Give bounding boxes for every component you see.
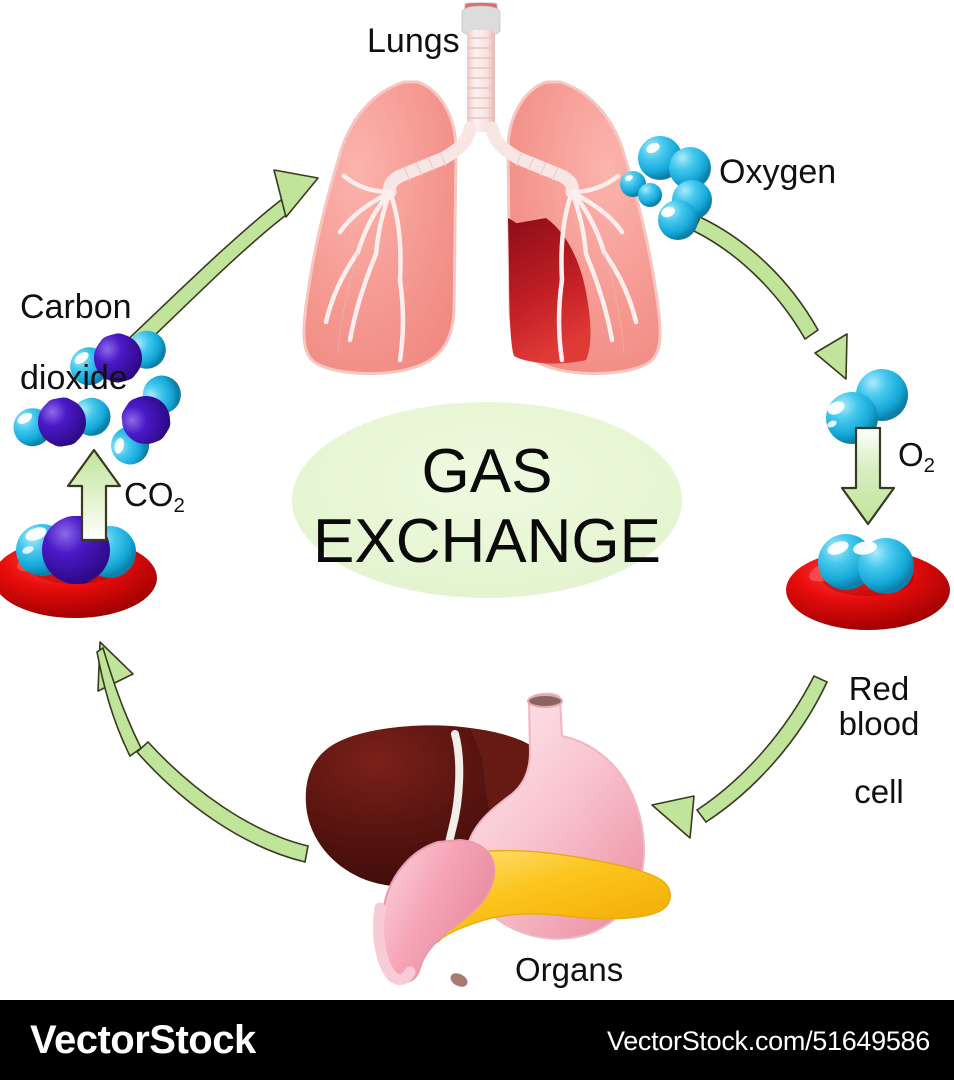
oxygen-molecule — [620, 171, 662, 207]
label-carbon-dioxide-line1: Carbon — [20, 288, 132, 327]
oxygen-molecules-group — [620, 136, 712, 240]
center-badge — [292, 402, 682, 598]
bronchial-tree — [323, 173, 639, 363]
trachea — [467, 30, 495, 132]
duodenum — [380, 838, 496, 984]
label-carbon-dioxide: Carbon dioxide — [20, 255, 132, 432]
diagram-title-line1: GAS — [422, 437, 553, 506]
oxygen-molecule — [658, 180, 712, 240]
diagram-canvas: GAS EXCHANGE — [0, 2, 950, 987]
arrow-rbc-to-organs — [651, 674, 829, 839]
label-o2-symbol: O — [898, 436, 924, 473]
label-co2: CO2 — [124, 476, 185, 518]
arrow-o2-down — [840, 426, 896, 526]
arrow-organs-to-rbc — [96, 641, 309, 863]
label-red-blood-cell-line1: Red blood — [838, 670, 920, 742]
footer-url: VectorStock.com/51649586 — [606, 1026, 930, 1056]
co2-molecules-group — [13, 330, 181, 465]
co2-molecule — [111, 375, 181, 465]
arrow-oxygen-to-rbc — [692, 215, 848, 380]
diagram-title-line2: EXCHANGE — [313, 507, 661, 576]
arrow-co2-up — [66, 448, 122, 542]
esophagus-opening — [528, 695, 562, 707]
label-co2-subscript: 2 — [173, 494, 185, 518]
duodenum-cut — [450, 973, 468, 987]
footer-brand: VectorStock — [30, 1018, 256, 1062]
lungs-illustration — [302, 2, 662, 376]
label-o2: O2 — [898, 436, 936, 478]
label-organs: Organs — [515, 951, 624, 988]
label-co2-symbol: CO — [124, 476, 174, 513]
co2-molecule — [13, 397, 111, 447]
label-red-blood-cell: Red blood cell — [806, 638, 952, 844]
organs-illustration — [305, 692, 671, 987]
co2-molecule — [70, 330, 166, 386]
red-blood-cell-oxygenated — [786, 534, 950, 630]
footer-bar — [0, 1000, 954, 1080]
label-lungs: Lungs — [367, 22, 460, 60]
arrow-co2-to-lungs — [120, 169, 319, 354]
center-ellipse — [292, 402, 682, 598]
label-red-blood-cell-line2: cell — [854, 773, 904, 811]
label-oxygen: Oxygen — [719, 153, 837, 191]
label-o2-subscript: 2 — [923, 454, 936, 478]
label-carbon-dioxide-line2: dioxide — [20, 359, 128, 398]
bronchi — [383, 121, 579, 199]
red-blood-cell-deoxygenated — [0, 516, 157, 618]
lung-cut-region-2 — [509, 218, 591, 364]
oxygen-molecule — [638, 136, 711, 189]
